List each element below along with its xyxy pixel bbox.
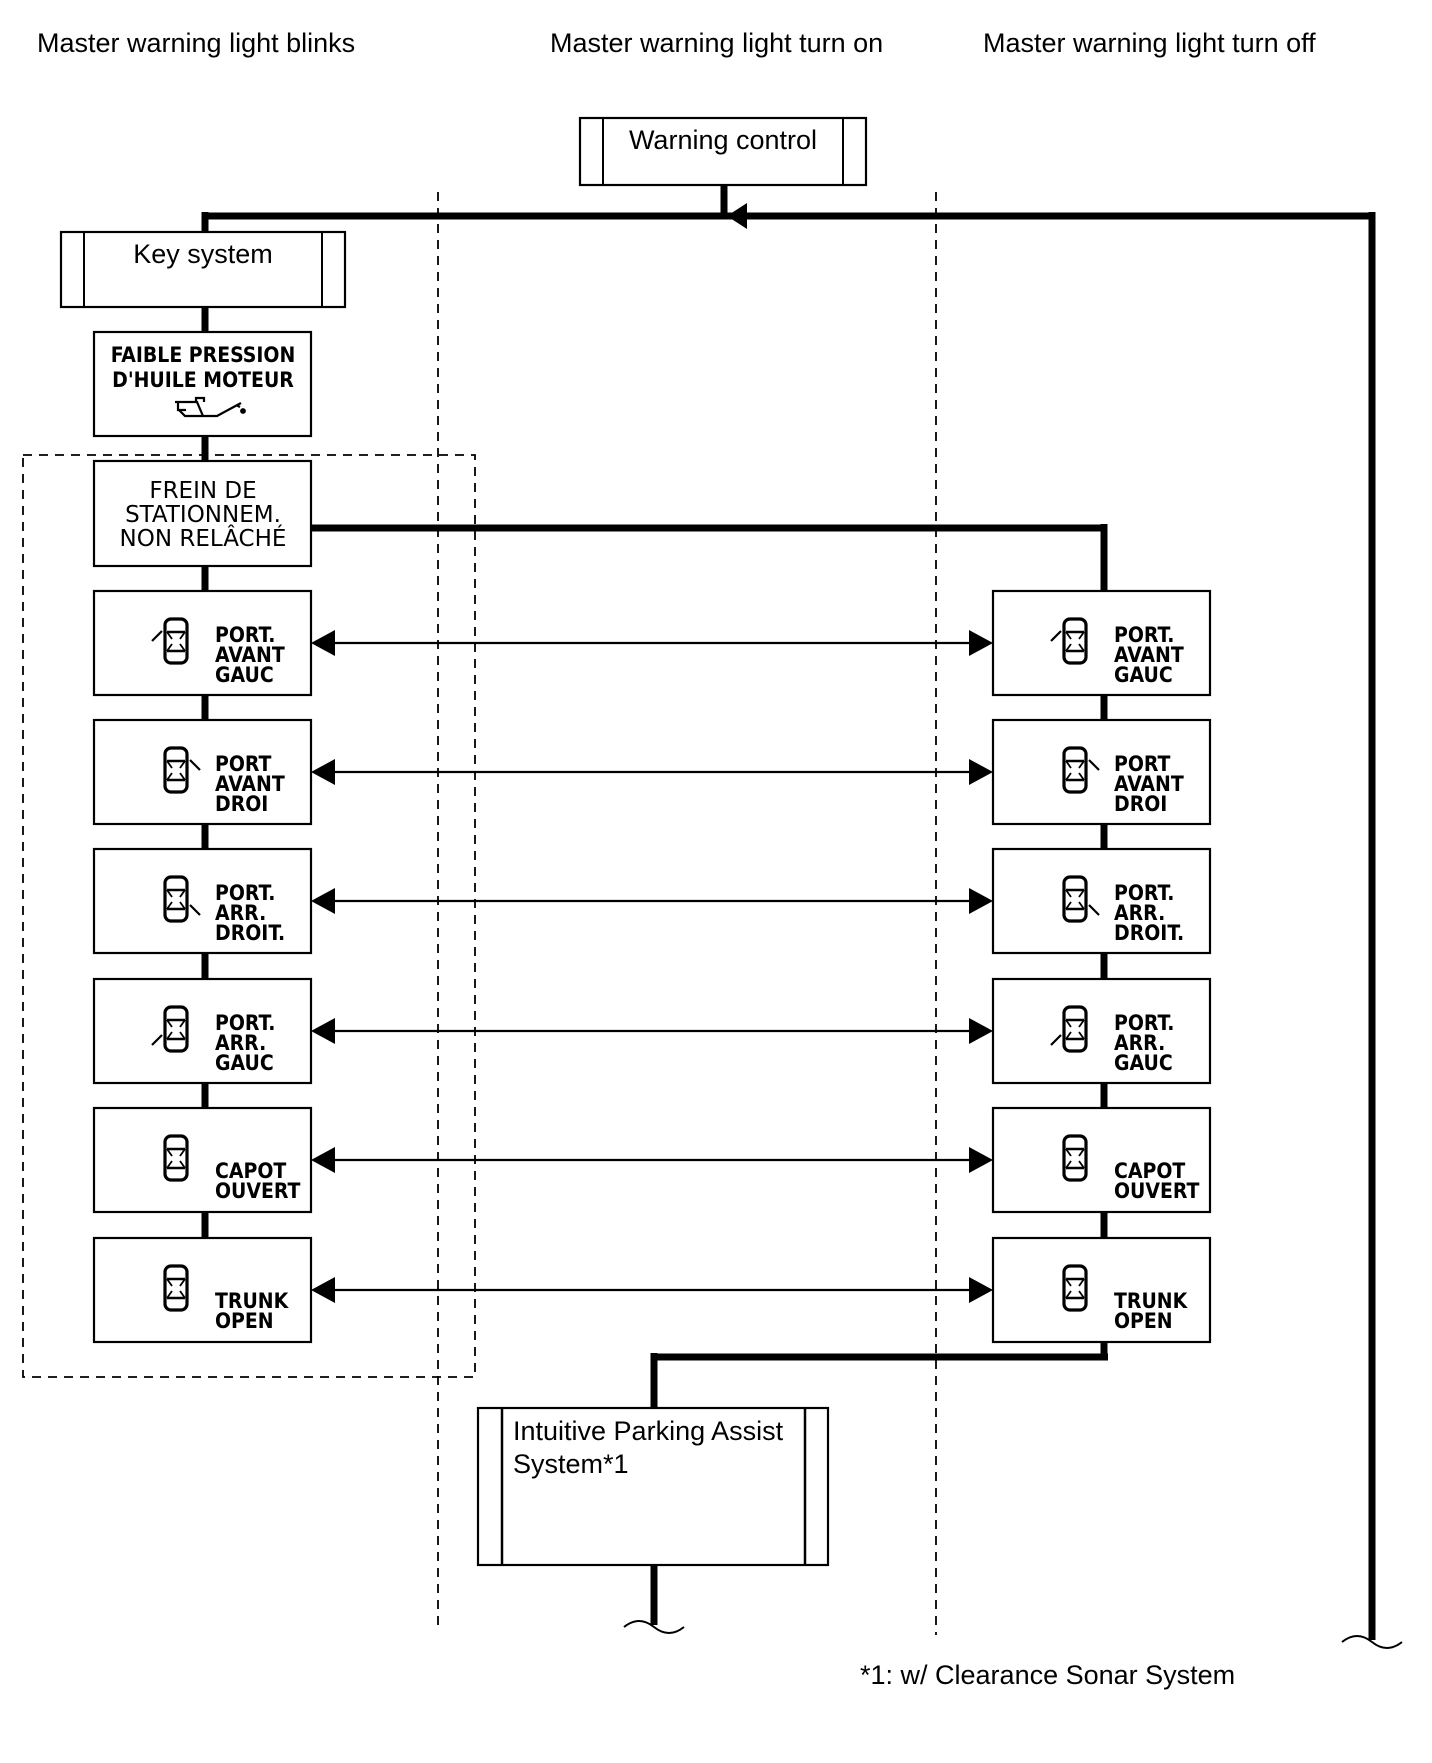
oil-warning-line1: FAIBLE PRESSION — [111, 343, 296, 367]
oil-can-icon — [175, 396, 246, 418]
left-rear-right-line2: ARR. — [215, 901, 266, 925]
car-trunk-icon — [163, 1264, 189, 1312]
double-arrow-trunk — [311, 1277, 993, 1303]
car-door-rear-left-icon — [1050, 1005, 1088, 1053]
car-door-rear-left-icon — [151, 1005, 189, 1053]
warning-control-box: Warning control — [578, 116, 868, 187]
left-rear-left-line2: ARR. — [215, 1031, 266, 1055]
oil-pressure-warning: FAIBLE PRESSION D'HUILE MOTEUR — [92, 330, 313, 438]
left-trunk-line1: TRUNK — [215, 1289, 290, 1313]
header-turn-on: Master warning light turn on — [550, 28, 883, 58]
return-arrowhead — [727, 203, 747, 229]
right-front-left-line2: AVANT — [1114, 643, 1184, 667]
car-door-front-left-icon — [1050, 617, 1088, 665]
flow-lines — [201, 185, 1376, 1640]
break-symbol-left — [623, 1620, 685, 1634]
right-warning-rear-right: PORT.ARR.DROIT. — [991, 847, 1212, 955]
key-system-box: Key system — [59, 230, 347, 309]
parking-brake-line3: NON RELÂCHÉ — [120, 524, 287, 552]
left-rear-right-line1: PORT. — [215, 881, 275, 905]
car-door-rear-right-icon — [1062, 875, 1100, 923]
left-hood-line2: OUVERT — [215, 1179, 301, 1203]
left-door-warnings: PORT.AVANTGAUCPORTAVANTDROIPORT.ARR.DROI… — [92, 589, 313, 1344]
right-trunk-line2: OPEN — [1114, 1309, 1173, 1333]
left-front-right-line2: AVANT — [215, 772, 285, 796]
footnote: *1: w/ Clearance Sonar System — [860, 1660, 1235, 1690]
double-arrow-rear-left — [311, 1018, 993, 1044]
parking-brake-warning: FREIN DE STATIONNEM. NON RELÂCHÉ — [92, 459, 313, 568]
oil-warning-line2: D'HUILE MOTEUR — [112, 368, 294, 392]
parking-assist-box: Intuitive Parking Assist System*1 — [476, 1406, 830, 1567]
right-hood-line1: CAPOT — [1114, 1159, 1185, 1183]
right-front-right-line1: PORT — [1114, 752, 1171, 776]
left-front-left-line1: PORT. — [215, 623, 275, 647]
left-front-right-line3: DROI — [215, 792, 268, 816]
key-system-label: Key system — [133, 239, 273, 269]
car-door-rear-right-icon — [163, 875, 201, 923]
right-rear-left-line3: GAUC — [1114, 1051, 1173, 1075]
left-warning-rear-right: PORT.ARR.DROIT. — [92, 847, 313, 955]
double-arrow-hood — [311, 1147, 993, 1173]
left-front-left-line2: AVANT — [215, 643, 285, 667]
double-arrows — [311, 630, 993, 1303]
parking-assist-line1: Intuitive Parking Assist — [513, 1416, 784, 1446]
break-symbol-right — [1341, 1635, 1403, 1649]
double-arrow-front-left — [311, 630, 993, 656]
left-rear-left-line1: PORT. — [215, 1011, 275, 1035]
left-hood-line1: CAPOT — [215, 1159, 286, 1183]
right-rear-right-line1: PORT. — [1114, 881, 1174, 905]
parking-brake-line2: STATIONNEM. — [125, 502, 281, 528]
door-warning-group-outline — [22, 454, 476, 1378]
right-front-right-line2: AVANT — [1114, 772, 1184, 796]
right-rear-left-line2: ARR. — [1114, 1031, 1165, 1055]
left-front-left-line3: GAUC — [215, 663, 274, 687]
right-door-warnings: PORT.AVANTGAUCPORTAVANTDROIPORT.ARR.DROI… — [991, 589, 1212, 1344]
right-hood-line2: OUVERT — [1114, 1179, 1200, 1203]
car-door-front-left-icon — [151, 617, 189, 665]
right-front-right-line3: DROI — [1114, 792, 1167, 816]
left-warning-rear-left: PORT.ARR.GAUC — [92, 977, 313, 1085]
left-trunk-line2: OPEN — [215, 1309, 274, 1333]
car-hood-icon — [163, 1134, 189, 1182]
left-rear-right-line3: DROIT. — [215, 921, 285, 945]
warning-control-label: Warning control — [629, 125, 817, 155]
car-door-front-right-icon — [1062, 746, 1100, 794]
header-turn-off: Master warning light turn off — [983, 28, 1316, 58]
double-arrow-front-right — [311, 759, 993, 785]
right-rear-right-line2: ARR. — [1114, 901, 1165, 925]
right-rear-right-line3: DROIT. — [1114, 921, 1184, 945]
car-trunk-icon — [1062, 1264, 1088, 1312]
parking-assist-line2: System*1 — [513, 1449, 629, 1479]
header-blinks: Master warning light blinks — [37, 28, 355, 58]
right-rear-left-line1: PORT. — [1114, 1011, 1174, 1035]
right-front-left-line1: PORT. — [1114, 623, 1174, 647]
right-warning-rear-left: PORT.ARR.GAUC — [991, 977, 1212, 1085]
left-front-right-line1: PORT — [215, 752, 272, 776]
car-hood-icon — [1062, 1134, 1088, 1182]
parking-brake-line1: FREIN DE — [149, 478, 256, 504]
left-rear-left-line3: GAUC — [215, 1051, 274, 1075]
right-front-left-line3: GAUC — [1114, 663, 1173, 687]
car-door-front-right-icon — [163, 746, 201, 794]
double-arrow-rear-right — [311, 888, 993, 914]
right-trunk-line1: TRUNK — [1114, 1289, 1189, 1313]
